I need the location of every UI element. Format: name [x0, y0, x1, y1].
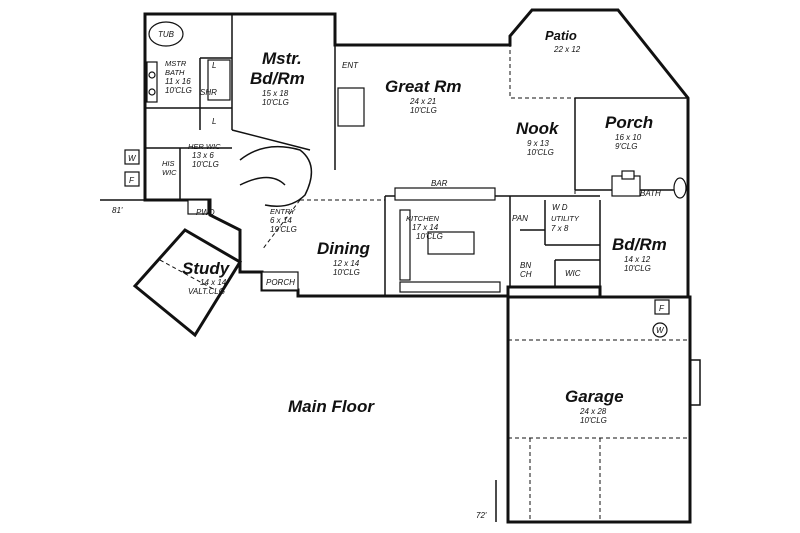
floor-title: Main Floor [288, 397, 375, 416]
room-her-wic: HER WIC 13 x 6 10'CLG [188, 142, 221, 169]
room-rear-porch: Porch 16 x 10 9'CLG [605, 113, 653, 151]
room-label: Patio [545, 28, 577, 43]
room-dims: 13 x 6 [192, 151, 214, 160]
room-dims: 14 x 14 [200, 278, 227, 287]
room-label: Mstr. [262, 49, 302, 68]
room-label: WIC [162, 168, 177, 177]
room-entry: ENTRY 6 x 14 19'CLG [270, 207, 297, 234]
kitchen-island [427, 231, 475, 255]
bench-label: CH [520, 270, 532, 279]
bar-label: BAR [431, 179, 448, 188]
room-label: MSTR [165, 59, 187, 68]
room-ceiling: 10'CLG [624, 264, 651, 273]
room-dims: 17 x 14 [412, 223, 439, 232]
room-dims: 14 x 12 [624, 255, 651, 264]
room-label: Nook [516, 119, 560, 138]
room-ceiling: 10'CLG [192, 160, 219, 169]
room-kitchen: KITCHEN 17 x 14 10'CLG [406, 214, 443, 241]
tub-label: TUB [158, 30, 175, 39]
room-dims: 7 x 8 [551, 224, 569, 233]
washer-box-label: W [128, 154, 137, 163]
room-master-bath: MSTR BATH 11 x 16 10'CLG [165, 59, 192, 95]
furnace-box-label: F [129, 176, 135, 185]
room-dims: 22 x 12 [553, 45, 581, 54]
room-dims: 12 x 14 [333, 259, 360, 268]
room-ceiling: 9'CLG [615, 142, 637, 151]
fireplace [337, 87, 365, 127]
tub-fixture [148, 21, 184, 47]
room-label: Bd/Rm [250, 69, 305, 88]
room-dims: 24 x 21 [409, 97, 436, 106]
pantry-label: PAN [512, 214, 528, 223]
shower-fixture [207, 59, 231, 101]
room-great-room: Great Rm 24 x 21 10'CLG [385, 77, 462, 115]
room-garage: Garage 24 x 28 10'CLG [565, 387, 624, 425]
room-label: HER WIC [188, 142, 221, 151]
room-label: UTILITY [551, 214, 580, 223]
room-label: Great Rm [385, 77, 462, 96]
room-dims: 9 x 13 [527, 139, 549, 148]
room-label: Dining [317, 239, 370, 258]
room-dims: 24 x 28 [579, 407, 607, 416]
room-label: HIS [162, 159, 175, 168]
room-ceiling: 10'CLG [416, 232, 443, 241]
room-bedroom: Bd/Rm 14 x 12 10'CLG [612, 235, 667, 273]
bench-label: BN [520, 261, 531, 270]
room-label: BATH [165, 68, 185, 77]
room-ceiling: 19'CLG [270, 225, 297, 234]
room-dims: 15 x 18 [262, 89, 289, 98]
front-porch [261, 271, 299, 291]
room-his-wic: HIS WIC [162, 159, 177, 177]
wic-label: WIC [565, 269, 581, 278]
room-dims: 16 x 10 [615, 133, 642, 142]
room-label: Bd/Rm [612, 235, 667, 254]
bar-counter [394, 187, 496, 201]
room-ceiling: 10'CLG [165, 86, 192, 95]
room-ceiling: 10'CLG [333, 268, 360, 277]
linen-label: L [212, 61, 216, 70]
dimension-72: 72' [476, 480, 497, 522]
room-label: KITCHEN [406, 214, 440, 223]
front-porch-label: PORCH [266, 278, 295, 287]
room-dining: Dining 12 x 14 10'CLG [317, 239, 370, 277]
entertainment-label: ENT [342, 61, 359, 70]
dimension-label: 72' [476, 511, 487, 520]
room-study: Study 14 x 14 VALT.CLG [182, 259, 231, 296]
room-dims: 6 x 14 [270, 216, 292, 225]
wf-boxes: W F F W [124, 149, 670, 338]
fixtures [146, 21, 687, 293]
dashed-lines [159, 36, 690, 522]
room-nook: Nook 9 x 13 10'CLG [516, 119, 560, 157]
furnace-box-label: F [659, 304, 665, 313]
room-ceiling: 10'CLG [262, 98, 289, 107]
room-label: Study [182, 259, 231, 278]
bath-label: BATH [640, 189, 661, 198]
fixture-labels: TUB SHR L L ENT BAR PWD PORCH PAN BN CH … [158, 30, 661, 287]
linen-label: L [212, 117, 216, 126]
water-heater-label: W [656, 326, 665, 335]
dimension-81: 81' [100, 199, 145, 215]
room-utility: UTILITY 7 x 8 [551, 214, 580, 233]
washer-dryer-label: W D [552, 203, 568, 212]
room-patio: Patio 22 x 12 [545, 28, 581, 54]
shower-label: SHR [200, 88, 217, 97]
room-ceiling: 10'CLG [580, 416, 607, 425]
room-label: Porch [605, 113, 653, 132]
room-master-bedroom: Mstr. Bd/Rm 15 x 18 10'CLG [250, 49, 305, 107]
room-label: ENTRY [270, 207, 296, 216]
room-dims: 11 x 16 [165, 77, 191, 86]
room-ceiling: 10'CLG [527, 148, 554, 157]
powder-room-label: PWD [196, 208, 215, 217]
room-label: Garage [565, 387, 624, 406]
room-ceiling: 10'CLG [410, 106, 437, 115]
kitchen-counter [399, 209, 411, 281]
room-ceiling: VALT.CLG [188, 287, 225, 296]
dimension-label: 81' [112, 206, 123, 215]
